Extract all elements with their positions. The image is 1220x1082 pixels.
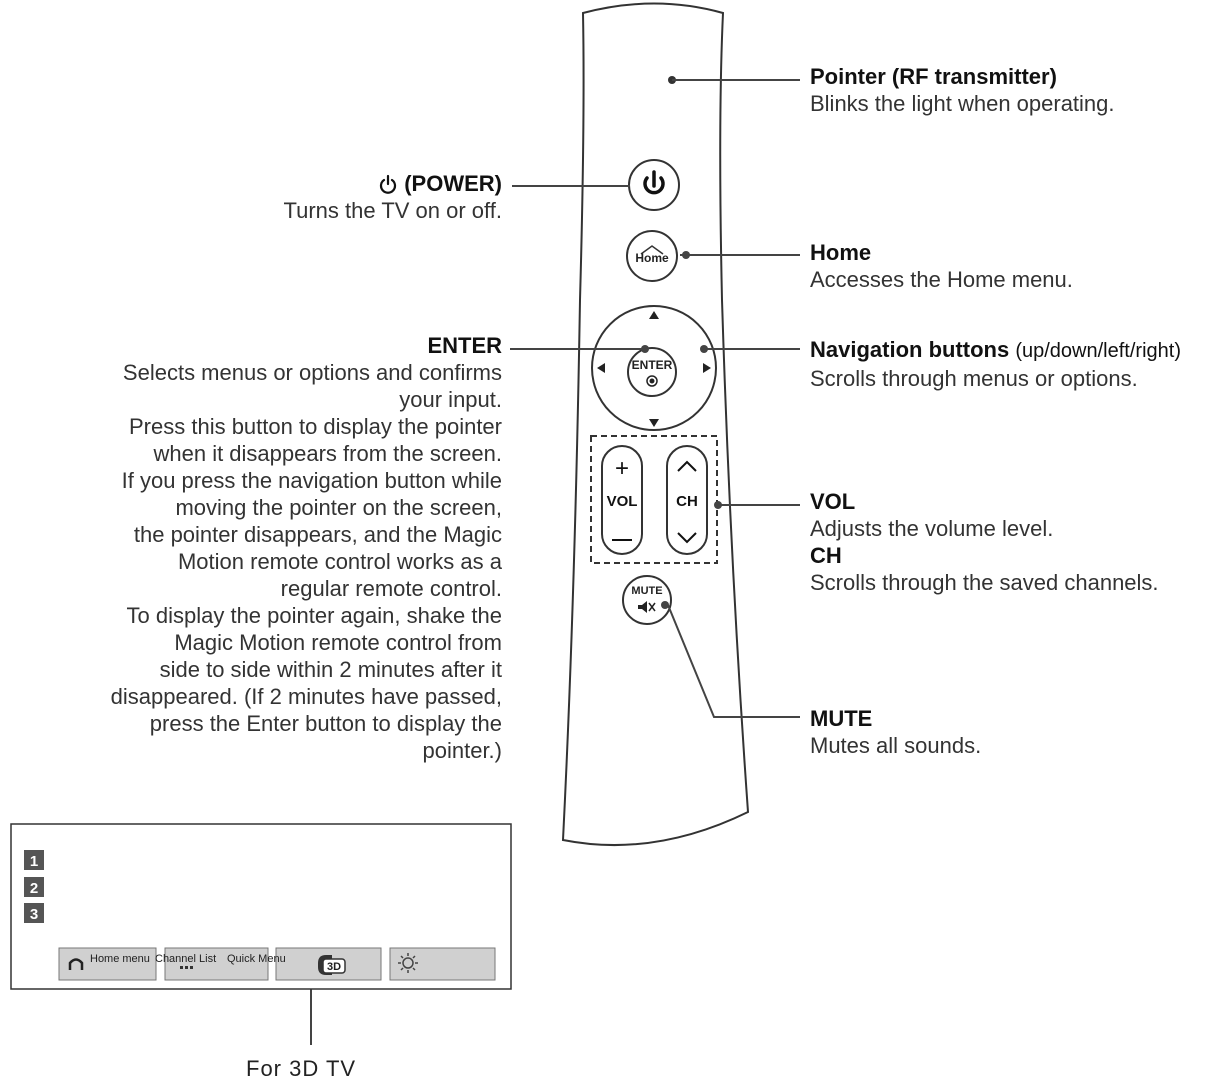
mute-button-label: MUTE: [631, 585, 662, 597]
nav-down-arrow-icon: [649, 419, 659, 427]
enter-callout-line-13: disappeared. (If 2 minutes have passed,: [110, 684, 502, 709]
navigation-callout-title-suffix: (up/down/left/right): [1015, 340, 1181, 362]
home-button[interactable]: Home: [626, 230, 678, 282]
home-callout-desc: Accesses the Home menu.: [810, 267, 1073, 292]
enter-callout-line-5: If you press the navigation button while: [121, 468, 502, 493]
enter-callout-line-6: moving the pointer on the screen,: [175, 495, 502, 520]
enter-callout-line-12: side to side within 2 minutes after it: [159, 657, 502, 682]
nav-right-arrow-icon: [703, 363, 711, 373]
mute-button[interactable]: MUTE: [622, 575, 672, 625]
home-roof-icon: [640, 245, 664, 255]
power-callout: (POWER) Turns the TV on or off.: [102, 170, 503, 224]
pointer-callout-title: Pointer (RF transmitter): [810, 64, 1057, 89]
enter-callout-line-10: To display the pointer again, shake the: [126, 603, 502, 628]
enter-callout-line-2: your input.: [399, 387, 502, 412]
mute-leader-line: [667, 604, 800, 718]
enter-callout: ENTER Selects menus or options and confi…: [42, 332, 502, 764]
enter-callout-line-14: press the Enter button to display the: [149, 711, 502, 736]
vol-plus-icon: +: [615, 455, 629, 482]
power-callout-title: (POWER): [102, 170, 502, 197]
menu-tile-channel[interactable]: [164, 947, 269, 981]
enter-button[interactable]: ENTER: [627, 347, 677, 397]
three-d-label: 3D: [327, 961, 341, 973]
nav-left-arrow-icon: [597, 363, 605, 373]
home-menu-label: Home menu: [90, 953, 150, 965]
navigation-callout-desc: Scrolls through menus or options.: [810, 366, 1138, 391]
home-callout-title: Home: [810, 240, 872, 265]
mute-callout-desc: Mutes all sounds.: [810, 733, 982, 758]
mute-callout-title: MUTE: [810, 706, 873, 731]
navigation-callout-title-main: Navigation buttons: [810, 337, 1010, 362]
mute-speaker-icon: [638, 601, 647, 613]
enter-callout-line-4: when it disappears from the screen.: [153, 441, 502, 466]
navigation-callout: Navigation buttons (up/down/left/right) …: [810, 336, 1181, 392]
screen-number-box-2: [24, 877, 44, 897]
enter-callout-line-3: Press this button to display the pointer: [129, 414, 502, 439]
ch-up-chevron-icon: [677, 460, 697, 472]
screen-number-box-1: [24, 850, 44, 870]
ch-label: CH: [676, 493, 698, 510]
enter-callout-line-7: the pointer disappears, and the Magic: [133, 522, 502, 547]
enter-callout-line-8: Motion remote control works as a: [177, 549, 502, 574]
power-symbol-icon: [380, 174, 397, 194]
settings-gear-icon: [398, 953, 418, 973]
vol-callout-title: VOL: [810, 489, 856, 514]
nav-up-arrow-icon: [649, 311, 659, 319]
enter-button-label: ENTER: [632, 358, 673, 372]
enter-callout-line-1: Selects menus or options and confirms: [122, 360, 502, 385]
power-callout-desc: Turns the TV on or off.: [283, 198, 503, 223]
quick-menu-label: Quick Menu: [227, 953, 286, 965]
power-icon: [643, 176, 665, 195]
three-d-caption: For 3D TV: [246, 1056, 357, 1081]
home-menu-icon: [68, 958, 84, 970]
pointer-callout-desc: Blinks the light when operating.: [810, 91, 1115, 116]
channel-grid-icon: [180, 966, 193, 969]
power-button[interactable]: [628, 159, 680, 211]
ch-callout-desc: Scrolls through the saved channels.: [810, 570, 1159, 595]
pointer-callout: Pointer (RF transmitter) Blinks the ligh…: [810, 63, 1115, 117]
menu-tile-settings[interactable]: [389, 947, 496, 981]
enter-callout-line-9: regular remote control.: [280, 576, 502, 601]
screen-number-1: 1: [30, 853, 38, 870]
power-callout-title-text: (POWER): [404, 171, 502, 196]
enter-callout-line-11: Magic Motion remote control from: [174, 630, 502, 655]
navigation-callout-title: Navigation buttons (up/down/left/right): [810, 336, 1181, 365]
home-button-label: Home: [635, 251, 669, 265]
home-callout: Home Accesses the Home menu.: [810, 239, 1073, 293]
menu-tile-home[interactable]: [58, 947, 157, 981]
vol-ch-callout: VOL Adjusts the volume level. CH Scrolls…: [810, 488, 1159, 596]
screen-number-3: 3: [30, 906, 38, 923]
screen-number-box-3: [24, 903, 44, 923]
vol-rocker[interactable]: + VOL: [601, 445, 643, 555]
ch-down-chevron-icon: [677, 532, 697, 544]
vol-label: VOL: [607, 493, 638, 510]
ch-callout-title: CH: [810, 543, 842, 568]
tv-screen: 1 2 3 Home menu Channel List Quick Menu …: [10, 823, 512, 990]
screen-number-2: 2: [30, 880, 38, 897]
mute-callout: MUTE Mutes all sounds.: [810, 705, 981, 759]
enter-callout-line-15: pointer.): [422, 738, 503, 763]
three-d-icon: 3D: [318, 955, 346, 975]
screen-menu-bar: Home menu Channel List Quick Menu 3D: [58, 947, 496, 981]
ch-rocker[interactable]: CH: [666, 445, 708, 555]
vol-callout-desc: Adjusts the volume level.: [810, 516, 1054, 541]
channel-list-label: Channel List: [155, 953, 216, 965]
enter-callout-title: ENTER: [427, 333, 502, 358]
vol-ch-dashed-box: [590, 435, 718, 564]
